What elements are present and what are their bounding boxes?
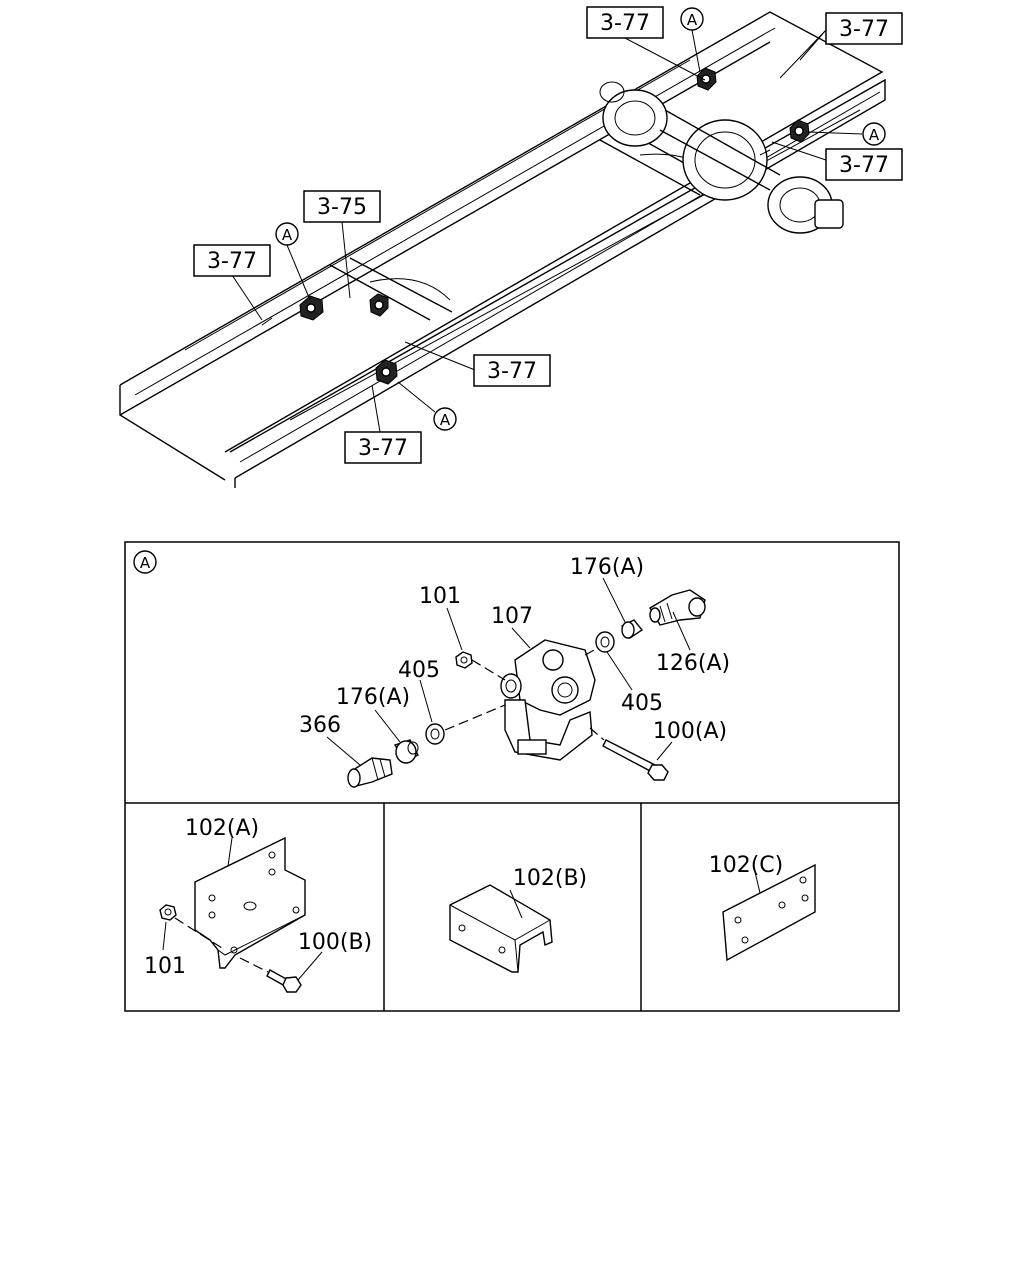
svg-text:3-77: 3-77 — [600, 11, 650, 36]
svg-text:3-77: 3-77 — [839, 153, 889, 178]
label-101: 101 — [419, 584, 461, 609]
detail-a-dashed-lines — [444, 647, 605, 741]
callout-3-77-right-mid: 3-77 — [825, 148, 903, 181]
detail-a-leader-lines — [326, 577, 691, 766]
label-100b: 100(B) — [298, 930, 372, 955]
label-102c: 102(C) — [709, 853, 784, 878]
bracket-102c — [722, 863, 816, 962]
valve-cluster-center — [369, 293, 389, 317]
bolt-100b — [266, 969, 302, 993]
label-101-bracket: 101 — [144, 954, 186, 979]
relay-valve-107 — [500, 639, 596, 761]
valve-cluster-top — [696, 67, 717, 91]
label-405-left: 405 — [398, 658, 440, 683]
bracket-b-labels: 102(B) — [513, 866, 587, 891]
marker-a-left: A — [275, 222, 299, 246]
nut-101-bracket — [159, 904, 177, 921]
callout-3-75-left-upper: 3-75 — [303, 190, 381, 223]
svg-text:A: A — [869, 126, 880, 144]
marker-a-bottom: A — [433, 407, 457, 431]
bolt-100a — [602, 739, 669, 781]
fitting-176a-left — [393, 739, 419, 764]
label-126a: 126(A) — [656, 651, 730, 676]
callout-3-77-left-lower: 3-77 — [193, 244, 271, 277]
chassis-frame — [119, 11, 886, 488]
svg-text:A: A — [440, 411, 451, 429]
marker-a-right: A — [862, 122, 886, 146]
detail-a-labels: 101 107 176(A) 126(A) 405 405 176(A) 366… — [299, 555, 730, 744]
bracket-a-lines — [162, 837, 323, 981]
svg-text:3-77: 3-77 — [487, 359, 537, 384]
label-176a-top: 176(A) — [570, 555, 644, 580]
valve-cluster-bottom — [375, 359, 398, 385]
frame-leader-lines — [231, 29, 863, 433]
bracket-c-labels: 102(C) — [709, 853, 784, 878]
washer-405-left — [425, 723, 445, 745]
callout-3-77-top-right: 3-77 — [825, 12, 903, 45]
svg-text:3-77: 3-77 — [207, 249, 257, 274]
svg-text:A: A — [687, 11, 698, 29]
svg-text:A: A — [140, 554, 151, 572]
label-405-right: 405 — [621, 691, 663, 716]
bracket-a-labels: 102(A) 101 100(B) — [144, 816, 372, 979]
bracket-102b — [449, 884, 553, 973]
marker-a-top: A — [680, 7, 704, 31]
washer-405-right — [595, 631, 615, 653]
label-176a-left: 176(A) — [336, 685, 410, 710]
callout-3-77-center-right: 3-77 — [473, 354, 551, 387]
detail-marker-a: A — [133, 550, 157, 574]
detail-panel-a — [124, 541, 900, 1012]
valve-cluster-right — [789, 119, 810, 143]
nut-101 — [455, 651, 473, 669]
valve-cluster-left — [299, 295, 324, 321]
fitting-176a-top — [620, 619, 644, 639]
elbow-fitting-126a — [649, 589, 706, 626]
label-107: 107 — [491, 604, 533, 629]
bracket-102a — [194, 836, 306, 969]
callout-3-77-bottom-center: 3-77 — [344, 431, 422, 464]
connector-366 — [347, 757, 393, 788]
svg-text:3-77: 3-77 — [839, 17, 889, 42]
label-366: 366 — [299, 713, 341, 738]
label-102b: 102(B) — [513, 866, 587, 891]
label-102a: 102(A) — [185, 816, 259, 841]
callout-3-77-top-center: 3-77 — [586, 6, 664, 39]
svg-text:3-75: 3-75 — [317, 195, 367, 220]
label-100a: 100(A) — [653, 719, 727, 744]
svg-text:A: A — [282, 226, 293, 244]
svg-text:3-77: 3-77 — [358, 436, 408, 461]
